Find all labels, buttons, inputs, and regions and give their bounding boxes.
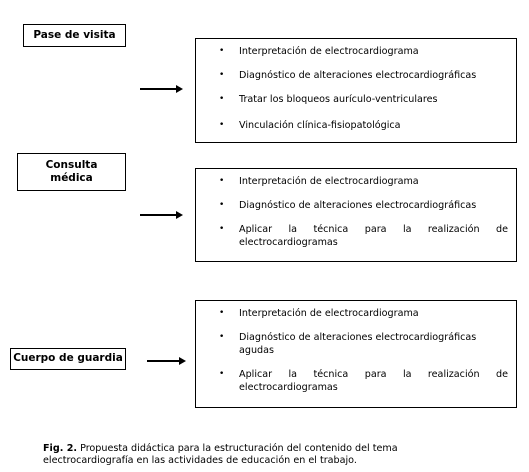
content-box-cuerpo-de-guardia: • Interpretación de electrocardiograma •… — [195, 300, 517, 408]
item-text: Diagnóstico de alteraciones electrocardi… — [239, 200, 477, 211]
label-cuerpo-de-guardia: Cuerpo de guardia — [10, 348, 126, 370]
list-item: • Tratar los bloqueos aurículo-ventricul… — [196, 93, 516, 106]
bullet-icon: • — [219, 369, 225, 379]
content-box-pase-de-visita: • Interpretación de electrocardiograma •… — [195, 38, 517, 143]
item-text: Aplicar la técnica para la realización d… — [239, 224, 508, 248]
arrow-consulta-medica-icon — [140, 211, 183, 219]
bullet-icon: • — [219, 308, 225, 318]
list-item: • Diagnóstico de alteraciones electrocar… — [196, 199, 516, 212]
bullet-icon: • — [219, 120, 225, 130]
list-item: • Aplicar la técnica para la realización… — [196, 368, 516, 394]
label-pase-de-visita: Pase de visita — [23, 24, 126, 47]
bullet-icon: • — [219, 176, 225, 186]
arrow-pase-de-visita-icon — [140, 85, 183, 93]
label-consulta-medica-text: Consulta médica — [45, 158, 98, 184]
item-text: Interpretación de electrocardiograma — [239, 176, 419, 187]
item-text: Vinculación clínica-fisiopatológica — [239, 120, 401, 131]
list-item: • Interpretación de electrocardiograma — [196, 307, 516, 320]
item-text: Tratar los bloqueos aurículo-ventricular… — [239, 94, 438, 105]
list-item: • Aplicar la técnica para la realización… — [196, 223, 516, 249]
list-item: • Vinculación clínica-fisiopatológica — [196, 119, 516, 132]
bullet-icon: • — [219, 94, 225, 104]
bullet-icon: • — [219, 332, 225, 342]
label-consulta-medica: Consulta médica — [17, 153, 126, 191]
item-text: Interpretación de electrocardiograma — [239, 308, 419, 319]
figure-caption: Fig. 2. Propuesta didáctica para la estr… — [43, 443, 443, 467]
bullet-icon: • — [219, 46, 225, 56]
list-item: • Interpretación de electrocardiograma — [196, 175, 516, 188]
label-cuerpo-de-guardia-text: Cuerpo de guardia — [13, 352, 123, 365]
item-text: Diagnóstico de alteraciones electrocardi… — [239, 70, 477, 81]
caption-text: Propuesta didáctica para la estructuraci… — [43, 443, 398, 466]
item-text: Diagnóstico de alteraciones electrocardi… — [239, 332, 477, 356]
label-pase-de-visita-text: Pase de visita — [33, 28, 116, 41]
list-item: • Diagnóstico de alteraciones electrocar… — [196, 69, 516, 82]
item-text: Aplicar la técnica para la realización d… — [239, 369, 508, 393]
caption-prefix: Fig. 2. — [43, 443, 78, 454]
item-text: Interpretación de electrocardiograma — [239, 46, 419, 57]
bullet-icon: • — [219, 200, 225, 210]
bullet-icon: • — [219, 70, 225, 80]
bullet-icon: • — [219, 224, 225, 234]
list-item: • Interpretación de electrocardiograma — [196, 45, 516, 58]
list-item: • Diagnóstico de alteraciones electrocar… — [196, 331, 516, 357]
arrow-cuerpo-de-guardia-icon — [147, 357, 186, 365]
content-box-consulta-medica: • Interpretación de electrocardiograma •… — [195, 168, 517, 262]
